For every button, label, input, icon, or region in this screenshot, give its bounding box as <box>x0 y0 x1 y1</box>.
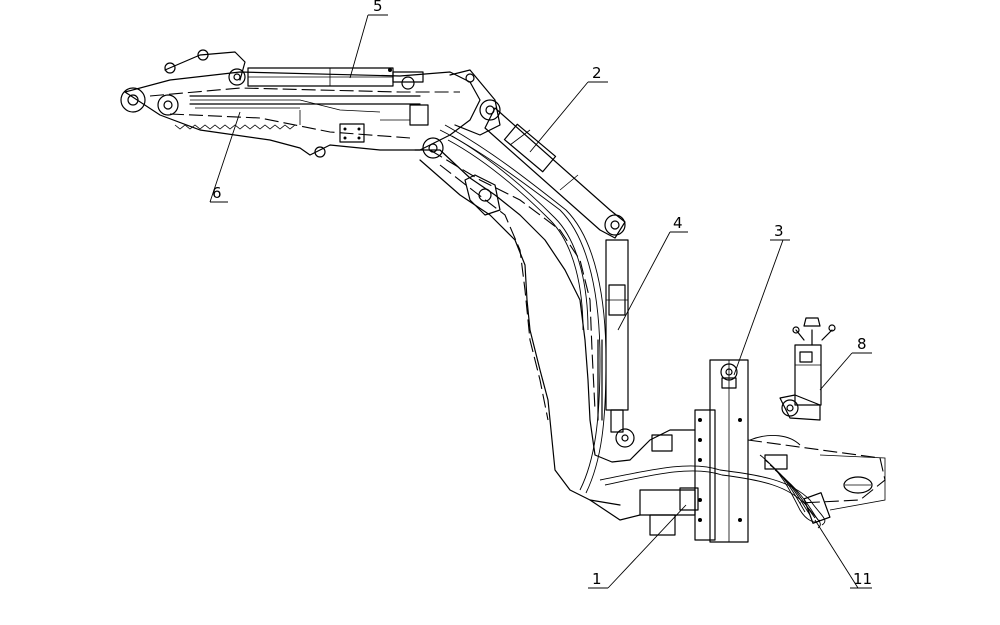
bucket-cylinder <box>247 67 424 90</box>
callout-leaders <box>209 14 872 589</box>
callout-5: 5 <box>373 0 383 15</box>
main-frame <box>747 439 886 511</box>
boom-hoses <box>439 124 607 494</box>
boom <box>414 69 631 506</box>
callout-11: 11 <box>853 570 872 588</box>
control-lever-assembly <box>779 317 836 421</box>
callout-4: 4 <box>673 214 683 232</box>
stick-rod <box>189 95 421 105</box>
stick-arm <box>120 49 481 158</box>
callout-8: 8 <box>857 335 867 353</box>
swing-post <box>589 359 749 543</box>
boom-cylinder <box>484 107 626 239</box>
callout-3: 3 <box>774 222 784 240</box>
lift-cylinder <box>597 239 635 448</box>
callout-1: 1 <box>592 570 602 588</box>
callout-2: 2 <box>592 64 602 82</box>
callout-6: 6 <box>212 184 222 202</box>
hose-bundle <box>599 434 831 529</box>
